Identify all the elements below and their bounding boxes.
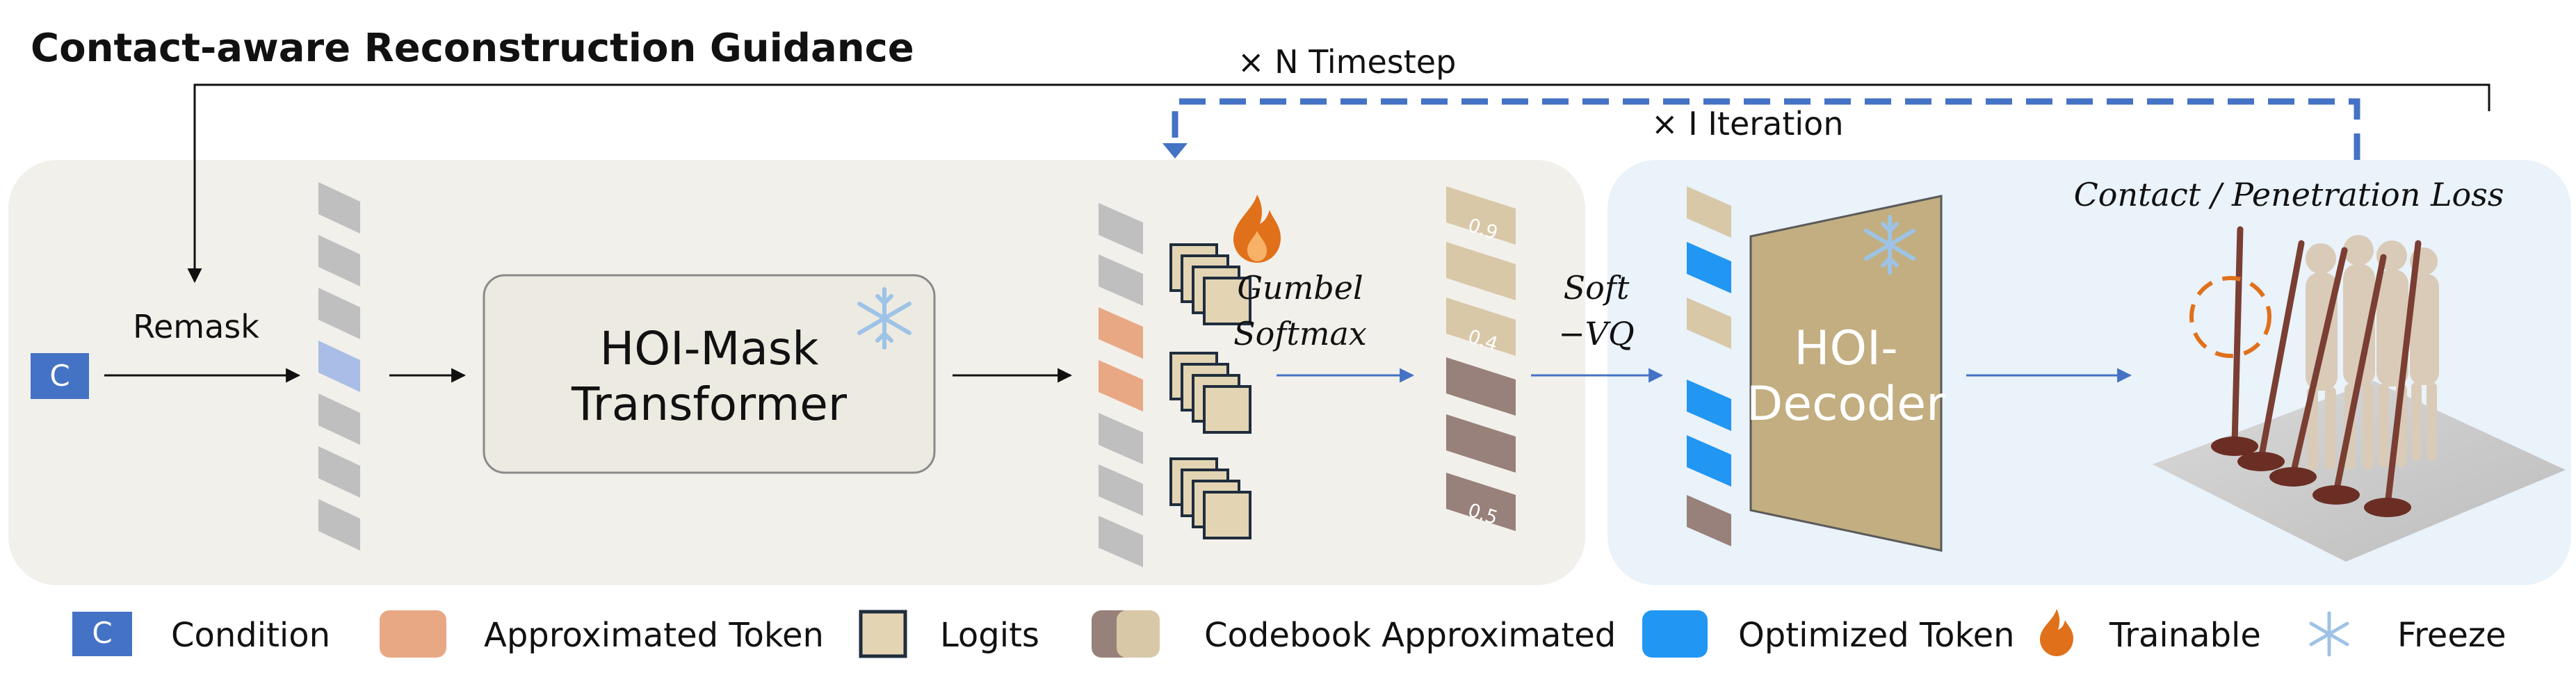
remasked-token [318,341,360,392]
masked-token [318,393,360,445]
approximated-token [1099,307,1143,359]
logits-stack [1169,457,1251,539]
transformer-label-line1: HOI-Mask [600,322,820,375]
masked-token [318,446,360,498]
optimized-token [1687,380,1731,431]
decoder-label-line2: Decoder [1747,377,1945,432]
codebook-approx-cell [1446,357,1516,416]
masked-token [318,182,360,234]
legend-codebook-light-swatch [1117,610,1160,658]
legend-codebook-approximated-label: Codebook Approximated [1204,616,1616,655]
token [1687,495,1731,546]
masked-token [318,288,360,339]
legend-approximated-token-swatch [380,610,446,658]
hoi-mask-transformer-block [483,274,936,474]
iteration-loop-arrowhead [1163,143,1188,158]
legend-optimized-token-label: Optimized Token [1738,616,2015,655]
codebook-approximated-column [1446,186,1516,531]
legend: C Condition Approximated Token Logits Co… [72,609,2506,658]
iteration-loop-label: × I Iteration [1651,105,1843,142]
hoi-decoder-block [1749,195,1943,552]
legend-condition-label: Condition [171,616,330,655]
decoder-label-line1: HOI- [1794,321,1897,376]
legend-freeze-label: Freeze [2397,616,2506,655]
masked-token [1099,464,1143,516]
remask-label: Remask [133,308,259,345]
masked-token [1099,516,1143,567]
snowflake-icon [1864,215,1915,275]
legend-approximated-token-label: Approximated Token [484,616,824,655]
masked-token [1099,254,1143,306]
transformer-label-line2: Transformer [571,377,848,431]
masked-token [318,235,360,286]
human-figures [2306,235,2439,470]
diagram-title: Contact-aware Reconstruction Guidance [31,26,914,71]
codebook-approx-cell [1446,298,1516,356]
legend-snowflake-icon [2309,611,2349,657]
softvq-label-line2: −VQ [1558,315,1634,352]
floor-plane [2153,381,2566,562]
codebook-approx-cell [1446,186,1516,245]
masked-token [1099,203,1143,254]
approximated-token [1099,360,1143,412]
optimized-token [1687,435,1731,487]
contact-highlight-circle [2189,276,2271,358]
legend-trainable-label: Trainable [2109,616,2261,655]
legend-condition-swatch [72,612,132,656]
gumbel-label-line2: Softmax [1233,315,1367,352]
gumbel-label-line1: Gumbel [1237,269,1363,307]
codebook-approx-cell [1446,242,1516,300]
masked-token [318,499,360,551]
iteration-loop-arrow [1172,98,2360,160]
softvq-label-line1: Soft [1564,269,1630,307]
token [1687,298,1731,349]
optimized-token [1687,242,1731,293]
legend-fire-icon [2040,609,2073,656]
snowflake-icon [857,287,912,350]
logits-stack [1169,243,1251,325]
codebook-approx-cell [1446,414,1516,473]
hoi-render-illustration [2153,226,2566,562]
fire-icon [1233,195,1281,263]
masked-token-column [318,182,360,551]
timestep-loop-label: × N Timestep [1238,43,1456,81]
timestep-loop-arrow [187,83,2490,284]
legend-logits-label: Logits [940,616,1039,655]
optimized-token-column [1687,186,1731,546]
condition-token-letter: C [49,359,70,393]
legend-optimized-token-swatch [1642,610,1708,658]
legend-condition-letter: C [92,616,112,650]
condition-token [31,353,89,399]
codebook-approx-cell [1446,473,1516,531]
stick-bases [2211,437,2411,517]
token [1687,186,1731,238]
legend-logits-swatch [859,610,907,658]
stick-objects [2231,226,2422,508]
approximated-token-column [1099,203,1143,567]
masked-token [1099,413,1143,464]
loss-label: Contact / Penetration Loss [2074,176,2504,213]
logits-stack [1169,352,1251,434]
